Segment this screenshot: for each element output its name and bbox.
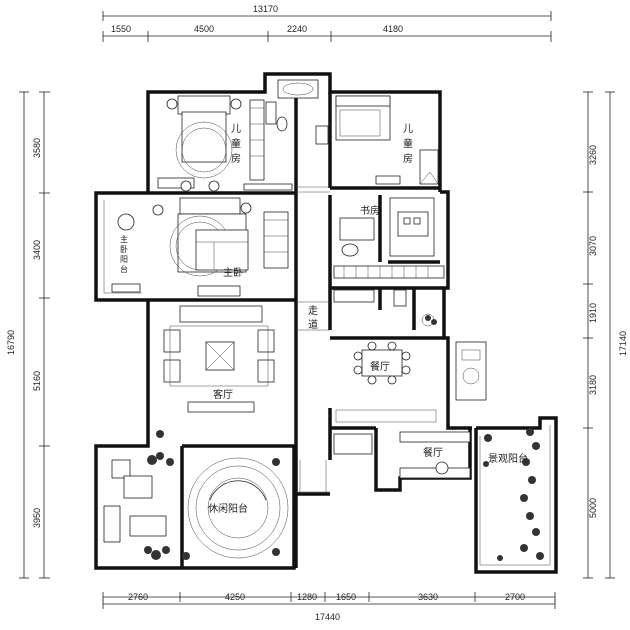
master-balcony-furniture: [111, 213, 141, 293]
plants: [144, 315, 544, 561]
dimension-label: 3260: [588, 145, 598, 165]
room-label-dining-room: 餐厅: [370, 360, 390, 373]
room-label-master-balcony: 台: [120, 264, 128, 274]
dimension-label: 17140: [618, 331, 628, 356]
study-furniture: [333, 197, 445, 279]
room-label-child-2: 童: [403, 137, 413, 150]
bottom-dimension-line: 17440 2760 4250 1280 1650 3630 2700: [102, 592, 556, 622]
room-label-corridor: 走: [308, 305, 318, 317]
bathroom-top-furniture: [265, 79, 329, 145]
room-label-master-balcony: 卧: [120, 245, 128, 254]
dimension-label: 5000: [588, 498, 598, 518]
dimension-label: 4500: [194, 24, 214, 34]
room-label-child-1: 房: [231, 152, 241, 165]
dimension-label: 2240: [287, 24, 307, 34]
right-dimension-line: 17140 3260 3070 1910 3180 5000: [583, 91, 628, 579]
dining-furniture: [335, 341, 487, 423]
room-label-corridor: 道: [308, 318, 318, 331]
room-labels: 儿 童 房 儿 童 房 主卧 主 卧 阳 台 书房 走 道 客厅 餐厅 餐厅 休…: [120, 123, 528, 515]
kitchen-furniture: [333, 431, 471, 479]
room-label-master-balcony: 阳: [120, 255, 128, 264]
living-room-furniture: [163, 305, 275, 413]
room-label-leisure: 休闲阳台: [208, 502, 248, 515]
dimension-label: 3580: [32, 138, 42, 158]
dimension-label: 13170: [253, 4, 278, 14]
dimension-label: 5160: [32, 371, 42, 391]
dimension-label: 2760: [128, 592, 148, 602]
bathroom-mid-furniture: [333, 289, 435, 327]
dimension-label: 4180: [383, 24, 403, 34]
room-label-child-2: 儿: [403, 123, 413, 135]
room-label-study: 书房: [360, 204, 380, 217]
dimension-label: 2700: [505, 592, 525, 602]
dimension-label: 1910: [588, 303, 598, 323]
top-dimension-line: 13170 1550 4500 2240 4180: [102, 4, 552, 42]
room-label-child-1: 儿: [231, 123, 241, 135]
leisure-room-furniture: [103, 457, 289, 559]
room-label-kitchen: 餐厅: [423, 446, 443, 459]
child-room-2-furniture: [335, 95, 439, 185]
dimension-label: 1650: [336, 592, 356, 602]
room-label-living-room: 客厅: [213, 388, 233, 401]
dimension-label: 1550: [111, 24, 131, 34]
child-room-1-furniture: [157, 95, 293, 192]
dimension-label: 3180: [588, 375, 598, 395]
room-label-view-balcony: 景观阳台: [488, 452, 528, 465]
dimension-label: 17440: [315, 612, 340, 622]
dimension-label: 3630: [418, 592, 438, 602]
room-label-child-2: 房: [403, 152, 413, 165]
room-label-master-balcony: 主: [120, 234, 128, 244]
dimension-label: 1280: [297, 592, 317, 602]
dimension-label: 3070: [588, 236, 598, 256]
room-label-child-1: 童: [231, 137, 241, 150]
walls: [94, 72, 558, 574]
dimension-label: 3950: [32, 508, 42, 528]
master-bedroom-furniture: [152, 197, 289, 297]
dimension-label: 3400: [32, 240, 42, 260]
dimension-label: 4250: [225, 592, 245, 602]
dimension-label: 16790: [6, 330, 16, 355]
left-dimension-line: 16790 3580 3400 5160 3950: [6, 91, 50, 579]
room-label-master-bedroom: 主卧: [223, 266, 243, 279]
